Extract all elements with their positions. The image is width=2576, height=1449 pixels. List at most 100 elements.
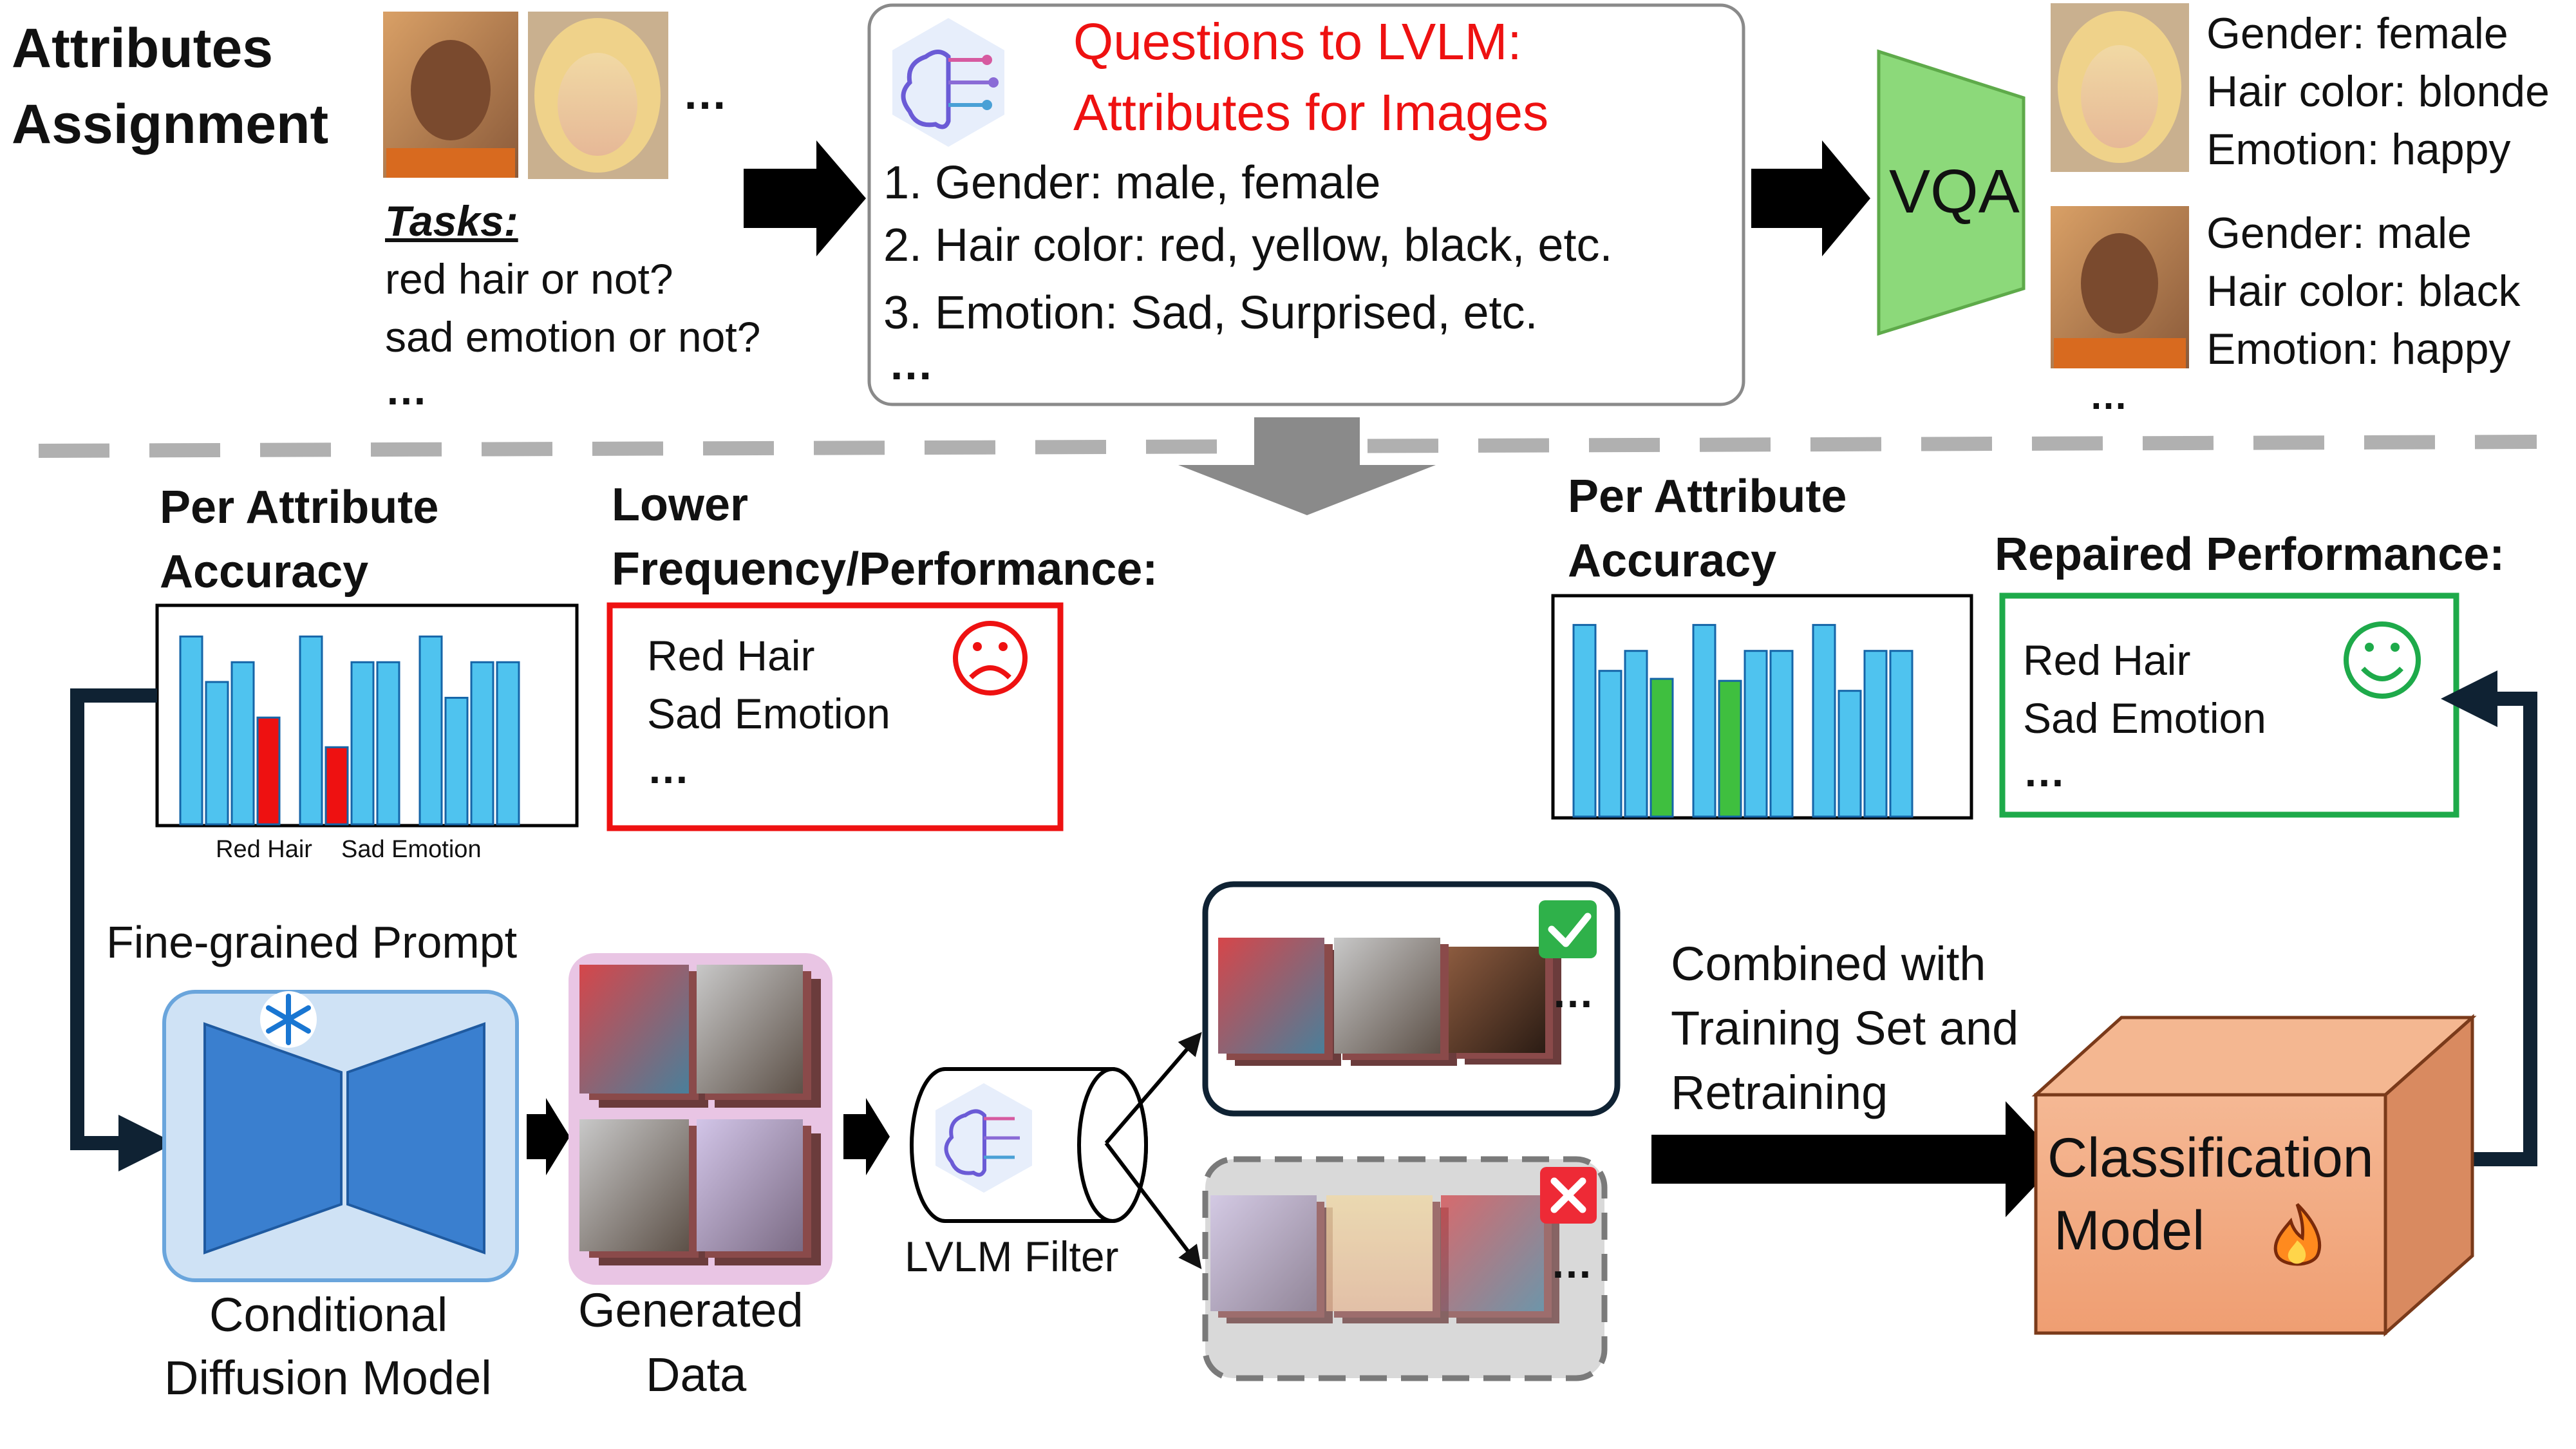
faces-ellipsis: … [682, 68, 728, 118]
right-chart-bar-9 [1812, 623, 1836, 818]
arrow-to-classification [1651, 1101, 2060, 1217]
questions-box [867, 3, 1745, 406]
result-hair: Hair color: black [2206, 267, 2521, 316]
section-title-line1: Attributes [12, 17, 274, 79]
fire-icon [2273, 1203, 2322, 1266]
arrow-to-generated [527, 1098, 570, 1175]
question-item-ellipsis: … [888, 339, 934, 389]
questions-title-line2: Attributes for Images [1073, 84, 1549, 141]
generated-label-line1: Generated [578, 1283, 804, 1337]
right-chart-bar-11 [1863, 650, 1888, 818]
sad-face-icon [953, 621, 1028, 696]
vqa-label: VQA [1889, 157, 2020, 226]
rejected-image-3 [1441, 1195, 1559, 1323]
brain-icon-top [892, 18, 1004, 147]
diffusion-encoder [203, 1022, 343, 1255]
right-chart-bar-8 [1769, 650, 1794, 818]
check-icon [1539, 900, 1597, 958]
right-chart-bar-5 [1692, 623, 1716, 818]
diffusion-decoder [346, 1022, 485, 1255]
right-chart-bar-10 [1838, 690, 1862, 818]
feedback-arrow-left [70, 688, 175, 1171]
accepted-image-3 [1449, 947, 1561, 1065]
left-chart-bar-1 [179, 635, 203, 826]
accepted-image-1 [1218, 938, 1341, 1066]
prompt-label: Fine-grained Prompt [106, 917, 518, 967]
combined-line1: Combined with [1671, 937, 1986, 990]
repaired-title: Repaired Performance: [1995, 529, 2505, 580]
generated-image-stack-1 [579, 965, 708, 1108]
filter-label: LVLM Filter [905, 1233, 1119, 1280]
result-gender: Gender: male [2206, 209, 2472, 258]
diffusion-label-line1: Conditional [209, 1288, 448, 1341]
repaired-item: Red Hair [2023, 636, 2191, 684]
right-chart-bar-3 [1624, 650, 1648, 818]
arrow-to-filter [843, 1098, 890, 1175]
right-chart-bar-4 [1650, 677, 1674, 818]
arrow-to-rejected [1104, 1142, 1202, 1269]
snowflake-icon [260, 991, 317, 1048]
accepted-image-2 [1334, 938, 1457, 1066]
brain-icon-filter [935, 1083, 1032, 1193]
generated-image-stack-4 [697, 1119, 821, 1265]
right-chart-bars [1572, 623, 1913, 818]
left-chart-bar-11 [470, 661, 494, 826]
left-chart-bar-3 [230, 661, 255, 826]
question-item: 2. Hair color: red, yellow, black, etc. [883, 220, 1613, 271]
classification-model-box [2031, 1014, 2477, 1337]
left-chart-bars [179, 635, 520, 826]
left-chart-bar-8 [376, 661, 400, 826]
right-chart-bar-2 [1598, 670, 1622, 818]
lower-title-line1: Lower [612, 479, 749, 531]
face-photo-male-1 [383, 12, 518, 178]
questions-title-line1: Questions to LVLM: [1073, 13, 1522, 70]
left-chart-bar-7 [350, 661, 375, 826]
left-chart-bar-9 [418, 635, 443, 826]
result-emotion: Emotion: happy [2206, 125, 2511, 174]
classification-label-line2: Model [2054, 1200, 2205, 1262]
right-chart-bar-6 [1718, 679, 1742, 818]
left-chart-bar-5 [299, 635, 323, 826]
happy-face-icon [2344, 621, 2421, 699]
generated-image-stack-3 [579, 1119, 708, 1265]
down-arrow [1178, 417, 1436, 515]
right-chart-bar-7 [1744, 650, 1768, 818]
diffusion-label-line2: Diffusion Model [164, 1351, 492, 1405]
generated-label-line2: Data [646, 1348, 747, 1401]
arrow-to-questions [744, 140, 866, 256]
face-photo-female-2 [2051, 3, 2189, 172]
question-item: 3. Emotion: Sad, Surprised, etc. [883, 287, 1538, 339]
task-item-ellipsis: … [385, 366, 428, 413]
arrow-to-accepted [1104, 1032, 1202, 1144]
classification-label-line1: Classification [2047, 1127, 2374, 1189]
repaired-item: Sad Emotion [2023, 694, 2266, 742]
face-photo-female-1 [528, 12, 668, 179]
rejected-ellipsis: … [1550, 1239, 1593, 1287]
generated-image-stack-2 [697, 965, 821, 1108]
task-item: sad emotion or not? [385, 313, 761, 361]
lower-item: Red Hair [647, 632, 815, 679]
left-chart-title-line2: Accuracy [160, 546, 369, 598]
right-chart-bar-12 [1889, 650, 1913, 818]
tasks-label: Tasks: [385, 197, 518, 245]
result-emotion: Emotion: happy [2206, 325, 2511, 374]
feedback-arrow-right [2441, 670, 2537, 1166]
right-chart-bar-1 [1572, 623, 1597, 818]
left-chart-bar-2 [205, 681, 229, 826]
repaired-item-ellipsis: … [2023, 748, 2065, 795]
combined-line2: Training Set and [1671, 1001, 2019, 1055]
section-title-line2: Assignment [12, 93, 329, 155]
combined-line3: Retraining [1671, 1066, 1888, 1119]
question-item: 1. Gender: male, female [883, 157, 1381, 209]
face-photo-male-2 [2051, 206, 2189, 368]
right-chart-title-line2: Accuracy [1568, 535, 1777, 587]
lower-title-line2: Frequency/Performance: [612, 544, 1158, 595]
left-chart-bar-12 [496, 661, 520, 826]
result-gender: Gender: female [2206, 9, 2508, 58]
result-hair: Hair color: blonde [2206, 67, 2550, 116]
right-chart-title-line1: Per Attribute [1568, 471, 1847, 522]
accepted-ellipsis: … [1552, 969, 1594, 1016]
repaired-performance-box [1999, 592, 2459, 818]
left-chart-bar-4 [256, 716, 281, 826]
